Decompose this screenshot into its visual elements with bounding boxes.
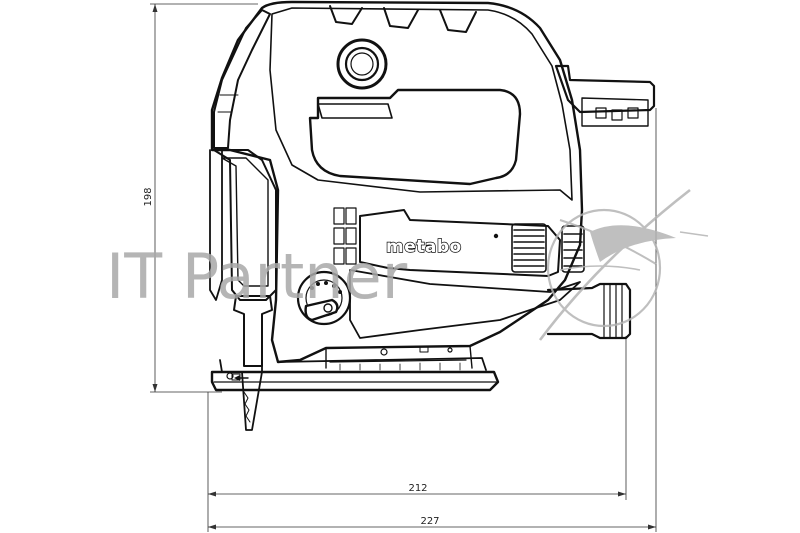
base-plate-rivets — [226, 347, 453, 380]
watermark-text: IT Partner — [106, 240, 408, 313]
top-notch-2 — [383, 7, 419, 29]
top-notch-1 — [329, 5, 363, 25]
front-guide — [213, 149, 277, 301]
saw-blade — [241, 371, 263, 431]
housing-outer — [210, 0, 584, 364]
front-guide-inner — [221, 157, 269, 287]
dimension-overall-length-label: 227 — [420, 516, 439, 527]
rear-left-edge — [209, 149, 223, 301]
speed-dial-mid — [344, 46, 380, 82]
rear-grip-ribs — [511, 223, 585, 273]
brand-name: metabo — [386, 237, 462, 257]
lower-panel — [349, 269, 581, 339]
rear-cap — [213, 9, 271, 149]
logo-plate — [359, 209, 561, 277]
watermark-swoosh-logo — [538, 188, 709, 341]
handle-window — [308, 88, 522, 186]
dimension-lines — [150, 3, 657, 532]
speed-dial-inner — [350, 52, 374, 76]
dust-port — [546, 282, 632, 340]
cord-relief-inner — [581, 97, 649, 127]
base-plate — [210, 370, 500, 392]
jigsaw-outline — [209, 0, 656, 431]
dimension-height-label: 198 — [143, 187, 154, 206]
pendulum-knob-outer — [296, 270, 352, 326]
brand-logo: metabo — [385, 233, 499, 258]
trigger — [317, 103, 393, 119]
base-plate-top — [219, 357, 487, 373]
brand-dot — [493, 233, 499, 239]
pendulum-knob-marks — [310, 281, 342, 294]
side-vents — [333, 207, 357, 265]
top-notch-3 — [439, 9, 477, 33]
speed-dial-outer — [336, 38, 388, 90]
dimension-base-length-label: 212 — [408, 483, 427, 494]
watermark: IT Partner — [106, 188, 709, 341]
housing-inner — [269, 7, 573, 201]
pendulum-lever — [304, 298, 339, 322]
cord-relief — [554, 64, 656, 114]
